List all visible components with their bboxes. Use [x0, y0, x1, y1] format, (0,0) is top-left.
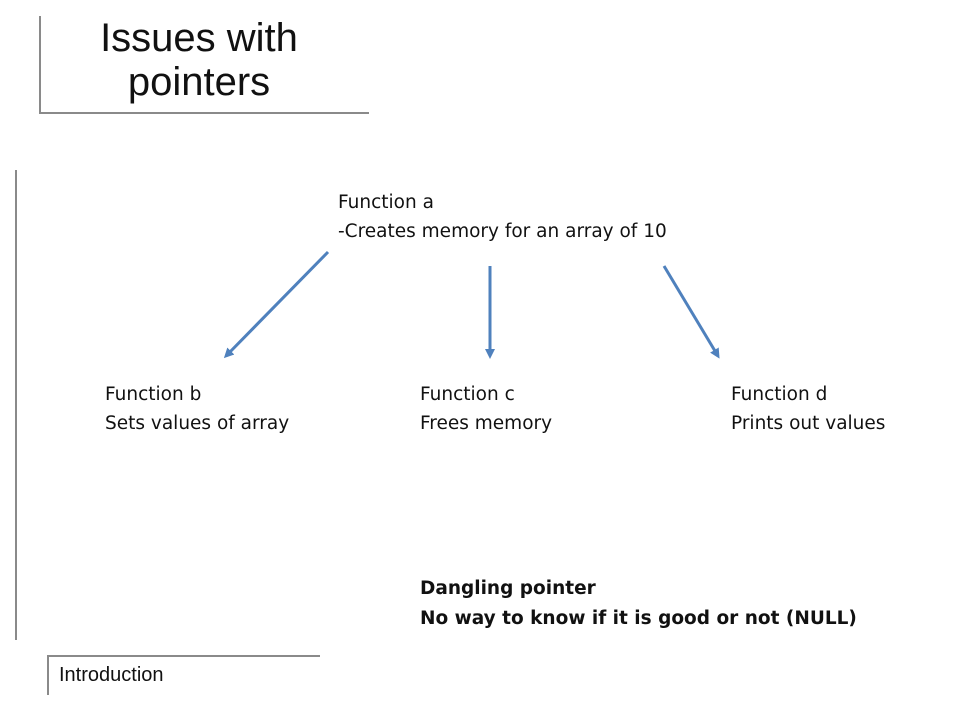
- arrow-a-to-d: [662, 265, 720, 359]
- title-horizontal-rule: [39, 112, 369, 114]
- node-function-d-name: Function d: [731, 384, 828, 405]
- node-function-c-name: Function c: [420, 384, 515, 405]
- slide-title: Issues with pointers: [49, 16, 349, 104]
- node-function-b: Function b Sets values of array: [105, 380, 289, 438]
- footer-box: Introduction: [47, 655, 320, 695]
- left-vertical-rule: [15, 170, 17, 640]
- slide-title-box: Issues with pointers: [39, 16, 369, 114]
- node-function-d: Function d Prints out values: [731, 380, 885, 438]
- dangling-pointer-note: Dangling pointer No way to know if it is…: [420, 574, 857, 634]
- note-line-2: No way to know if it is good or not (NUL…: [420, 608, 857, 629]
- node-function-c: Function c Frees memory: [420, 380, 552, 438]
- node-function-c-desc: Frees memory: [420, 413, 553, 434]
- node-function-a-desc: -Creates memory for an array of 10: [338, 221, 667, 242]
- title-line-2: pointers: [127, 60, 271, 104]
- note-line-1: Dangling pointer: [420, 578, 596, 599]
- node-function-d-desc: Prints out values: [731, 413, 886, 434]
- title-line-1: Issues with: [100, 16, 298, 60]
- node-function-b-desc: Sets values of array: [105, 413, 290, 434]
- footer-vertical-rule: [47, 655, 49, 695]
- footer-section-label: Introduction: [59, 664, 164, 686]
- footer-horizontal-rule: [47, 655, 320, 657]
- node-function-b-name: Function b: [105, 384, 202, 405]
- title-vertical-rule: [39, 16, 41, 114]
- node-function-a: Function a -Creates memory for an array …: [338, 188, 667, 246]
- arrow-a-to-b: [223, 250, 330, 359]
- node-function-a-name: Function a: [338, 192, 434, 213]
